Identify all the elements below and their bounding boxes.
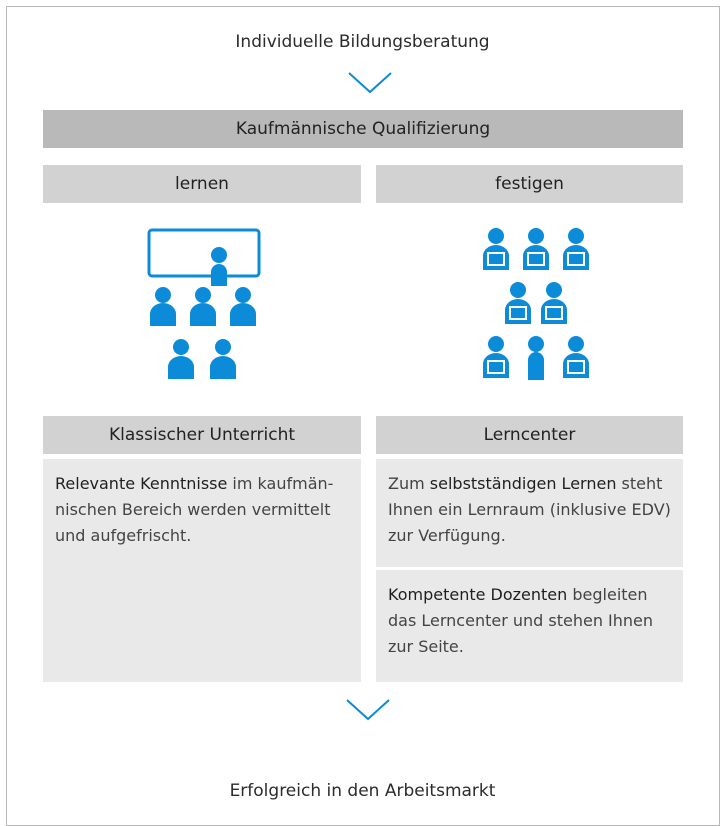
- students-row-icon: [168, 339, 236, 379]
- right-panel-1: Zum selbstständigen Lernen steht Ihnen e…: [376, 459, 683, 567]
- right-panel-2-text: begleiten das Lerncenter und stehen Ihne…: [388, 585, 654, 656]
- left-panel-text: im kaufmän-nischen Bereich werden vermit…: [55, 474, 334, 545]
- right-panel-1-prefix: Zum: [388, 474, 430, 493]
- right-panel-2: Kompetente Dozenten begleiten das Lernce…: [376, 570, 683, 682]
- right-panel-1-highlight: selbstständigen Lernen: [429, 474, 617, 493]
- right-panel-2-highlight: Kompetente Dozenten: [388, 585, 568, 604]
- classroom-icon: [147, 228, 261, 326]
- computer-learners-icon: [483, 228, 589, 380]
- chevron-down-icon: [348, 72, 392, 94]
- right-panel-1-text: steht Ihnen ein Lernraum (inklusive EDV)…: [388, 474, 671, 545]
- left-panel-highlight: Relevante Kenntnisse: [55, 474, 228, 493]
- left-panel: Relevante Kenntnisse im kaufmän-nischen …: [43, 459, 361, 682]
- bottom-title: Erfolgreich in den Arbeitsmarkt: [229, 781, 496, 801]
- qualification-bar: Kaufmännische Qualifizierung: [43, 110, 683, 148]
- top-title: Individuelle Bildungsberatung: [235, 32, 490, 52]
- right-box-title: Lerncenter: [376, 416, 683, 454]
- column-label-lernen: lernen: [43, 165, 361, 203]
- chevron-down-icon: [346, 699, 390, 721]
- left-box-title: Klassischer Unterricht: [43, 416, 361, 454]
- column-label-festigen: festigen: [376, 165, 683, 203]
